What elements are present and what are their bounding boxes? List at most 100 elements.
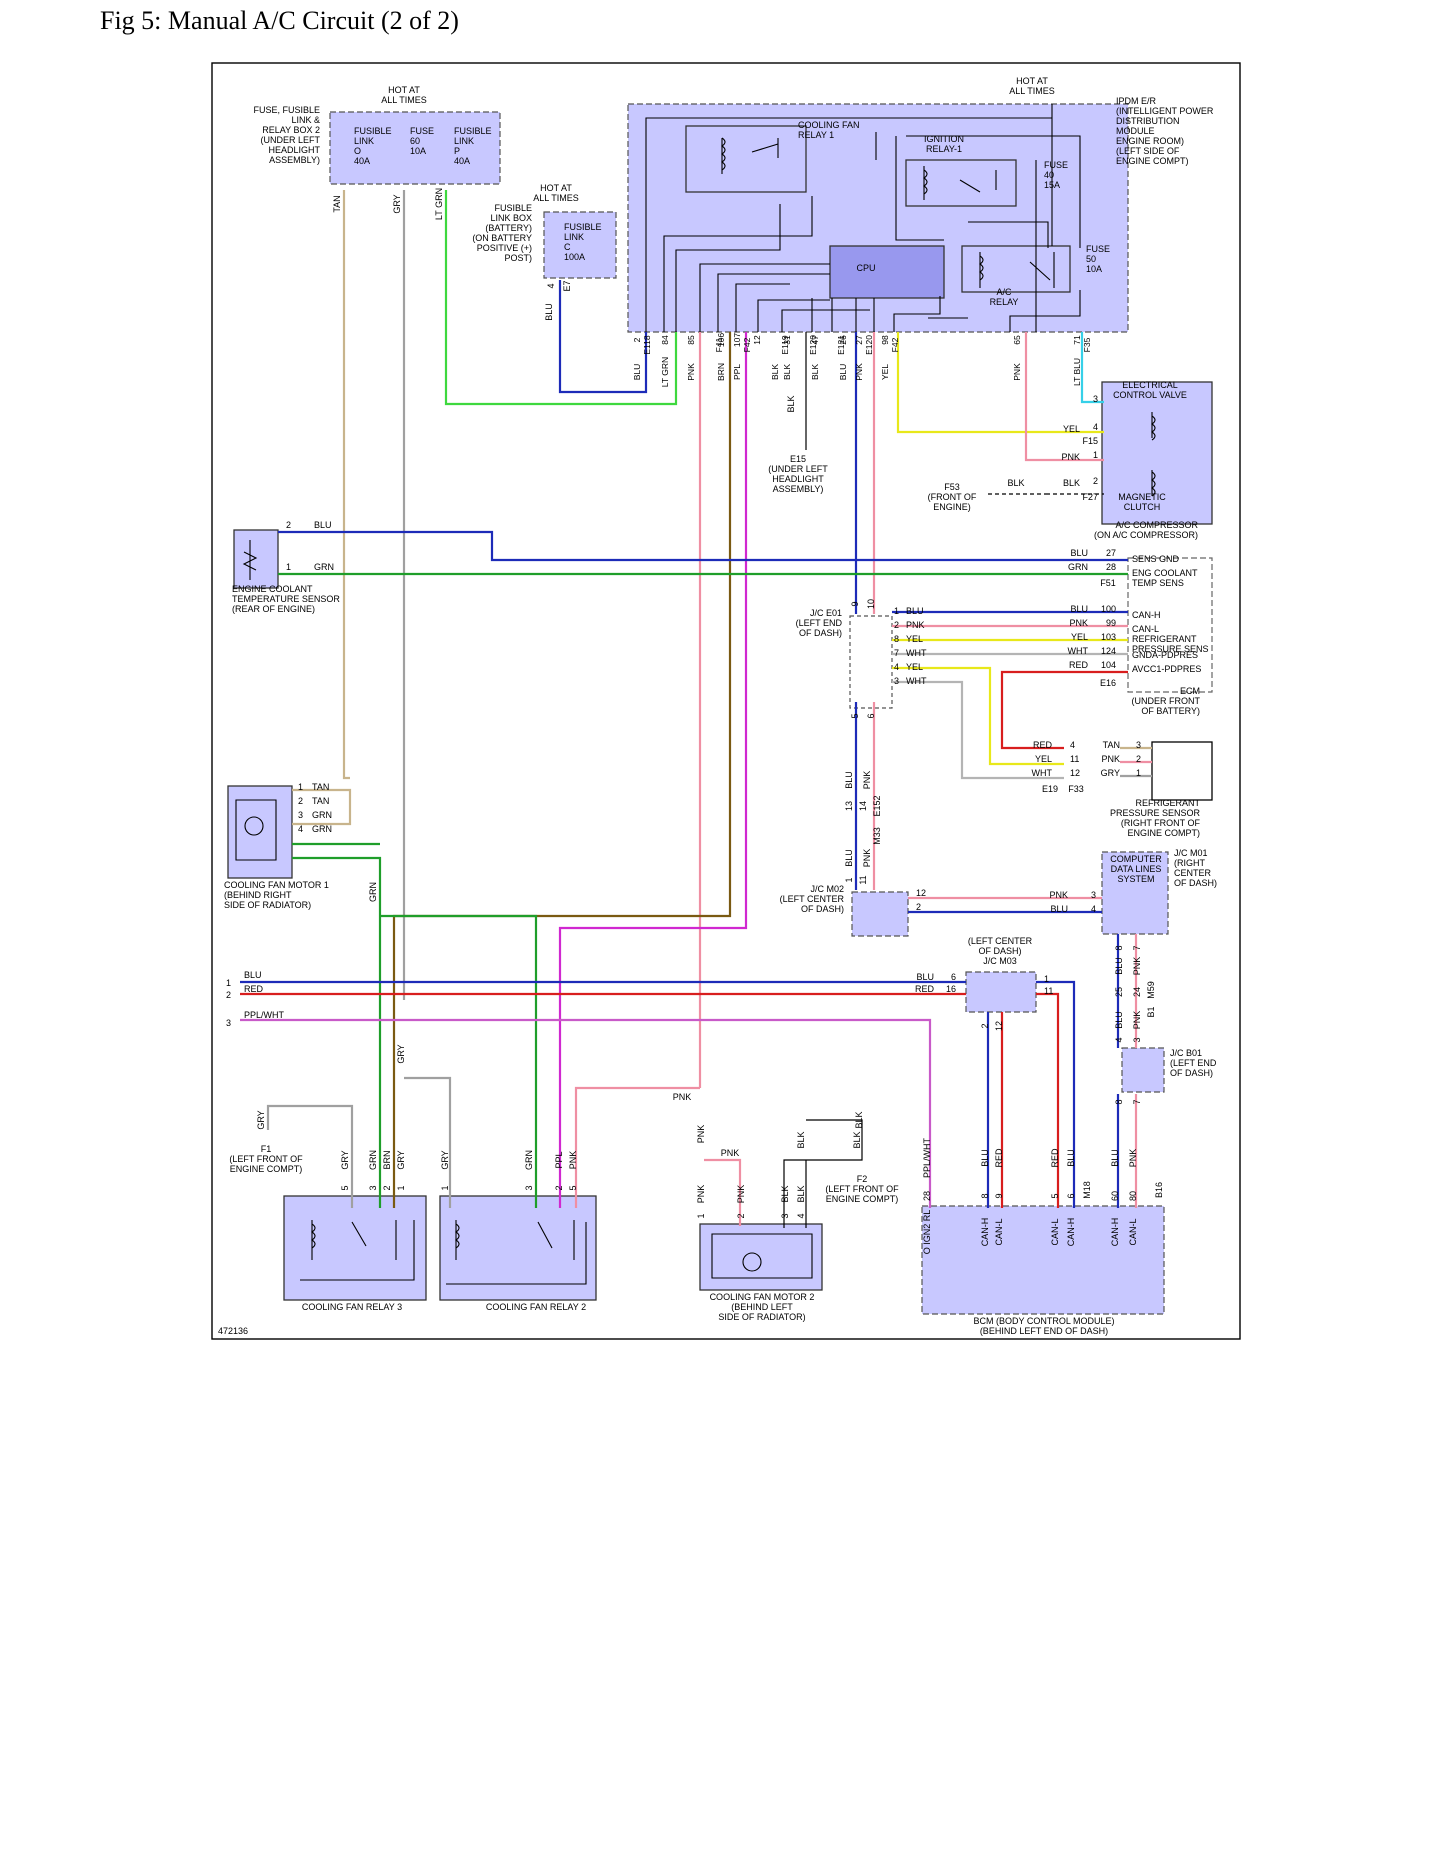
label-relay2-pins-3: 5: [568, 1185, 578, 1190]
label-ecm-rows-2-pin: 100: [1101, 604, 1116, 614]
jc-m02-box: [851, 891, 909, 937]
label-ipdm-pins-0-pin: 2: [632, 337, 642, 342]
label-jc_e01-rows-5-pin: 3: [894, 676, 899, 686]
label-figure_id: 472136: [218, 1326, 248, 1336]
label-jc_m03-l_rows-0-wire: BLU: [916, 972, 934, 982]
label-cfm1-rows-2-pin: 3: [298, 810, 303, 820]
label-ects-wire1: GRN: [314, 562, 334, 572]
label-ipdm-pins-4-pin: 106: [716, 333, 726, 347]
label-ecm-rows-6-wire: RED: [1069, 660, 1089, 670]
label-ecm-rows-6-sig: AVCC1-PDPRES: [1132, 664, 1201, 674]
label-bcm-pins-2-sig: CAN-L: [994, 1218, 1004, 1245]
label-bcm-conn2: B16: [1154, 1182, 1164, 1198]
label-cfm2-wires-2: BLK: [780, 1185, 790, 1202]
label-ext_lines-0-n: 1: [226, 978, 231, 988]
label-cfm2-pins-1: 2: [736, 1213, 746, 1218]
label-m59-conn2: B1: [1146, 1006, 1156, 1017]
label-cfm1-rows-3-pin: 4: [298, 824, 303, 834]
label-refrig_sensor-rows-0-r_pin: 3: [1136, 740, 1141, 750]
label-ground_e15-wire: BLK: [786, 395, 796, 412]
label-misc-gry: GRY: [396, 1044, 406, 1063]
label-cfm2-pins-3: 4: [796, 1213, 806, 1218]
label-ects-pin2: 2: [286, 520, 291, 530]
label-ipdm-pins-13-pin: 27: [854, 335, 864, 345]
label-ecm-rows-3-sig: CAN-L: [1132, 624, 1159, 634]
label-bcm-pins-2-pin: 9: [994, 1193, 1004, 1198]
label-jc_m02-pins-1: 2: [916, 902, 921, 912]
label-bcm-pins-0-pin: 28: [922, 1191, 932, 1201]
label-m59-pins-1: 7: [1132, 945, 1142, 950]
label-jc_e01-rows-4-pin: 4: [894, 662, 899, 672]
label-relay2-pins-2: 2: [554, 1185, 564, 1190]
label-relay2-label: COOLING FAN RELAY 2: [486, 1302, 586, 1312]
label-ecm-rows-4-wire: YEL: [1071, 632, 1088, 642]
label-jc_e01-top_pins-1: 10: [866, 599, 876, 609]
label-bcm-pins-4-wire: BLU: [1066, 1149, 1076, 1167]
label-refrig_sensor-rows-1-l_pin: 11: [1070, 754, 1079, 764]
label-bcm-label: BCM (BODY CONTROL MODULE)(BEHIND LEFT EN…: [973, 1316, 1114, 1336]
label-jc_m03-l_rows-1-pin: 16: [946, 984, 956, 994]
label-relay3-pins-1: 3: [368, 1185, 378, 1190]
label-m59-conn: M59: [1146, 981, 1156, 999]
label-cfm1-rows-2-wire: GRN: [312, 810, 332, 820]
cpu-box: [829, 245, 945, 299]
label-ipdm-pins-11-conn: E121: [836, 335, 846, 355]
label-bcm-pins-6-sig: CAN-L: [1128, 1218, 1138, 1245]
label-refrig_sensor-conn_r: F33: [1068, 784, 1084, 794]
label-refrig_sensor-rows-2-l_pin: 12: [1070, 768, 1080, 778]
label-m59-pins2-1: 24: [1132, 987, 1142, 997]
label-ipdm-pins-15-pin: 65: [1012, 335, 1022, 345]
label-ecm-rows-4-pin: 103: [1101, 632, 1116, 642]
label-harness_mid-wires-0: BLU: [844, 771, 854, 789]
label-bcm-pins-5-sig: CAN-H: [1110, 1218, 1120, 1247]
label-battery_box-conn: E7: [562, 280, 572, 291]
label-compressor-pins-3-pin: 2: [1093, 476, 1098, 486]
label-cfm2-pins-0: 1: [696, 1213, 706, 1218]
jc-e01-box: [849, 615, 893, 709]
label-cfm2-wires-3: BLK: [796, 1185, 806, 1202]
label-compressor-label: A/C COMPRESSOR(ON A/C COMPRESSOR): [1094, 520, 1199, 540]
label-relay3-pins-2: 2: [382, 1185, 392, 1190]
label-relay3-pins-0: 5: [340, 1185, 350, 1190]
ects-box: [233, 529, 279, 589]
label-jc_e01-bot_pins-1: 6: [866, 713, 876, 718]
label-bcm-pins-0-sig: O IGN2 RL: [922, 1210, 932, 1255]
label-cfm1-rows-3-wire: GRN: [312, 824, 332, 834]
label-compressor-gnd_wire: BLK: [1007, 478, 1024, 488]
label-ipdm-pins-14-pin: 98: [880, 335, 890, 345]
label-relay2-wires-3: PNK: [568, 1151, 578, 1170]
fusible-box2: [329, 111, 501, 185]
label-refrig_sensor-rows-2-l_wire: WHT: [1032, 768, 1053, 778]
label-harness_mid-conn2: M33: [872, 827, 882, 845]
label-relay2-wires-2: PPL: [554, 1151, 564, 1168]
label-misc-blk: BLK: [796, 1131, 806, 1148]
label-refrig_sensor-conn_l: E19: [1042, 784, 1058, 794]
compressor-box: [1101, 381, 1213, 525]
label-cdl-rows-1-wire: BLU: [1050, 904, 1068, 914]
ignition-relay-box: [905, 159, 1017, 207]
label-ext_lines-2-wire: PPL/WHT: [244, 1010, 285, 1020]
label-ipdm-pins-12-wire: BLU: [838, 364, 848, 381]
label-ext_lines-2-n: 3: [226, 1018, 231, 1028]
label-ipdm-pins-5-conn: F42: [742, 337, 752, 352]
label-ext_lines-0-wire: BLU: [244, 970, 262, 980]
label-ipdm-pins-0-wire: BLU: [632, 364, 642, 381]
label-compressor-pins-2-pin: 1: [1093, 450, 1098, 460]
label-cfm1-rows-0-wire: TAN: [312, 782, 329, 792]
label-m59-blu-2: BLU: [1114, 1011, 1124, 1029]
label-compressor-pins-3-wire: BLK: [1063, 478, 1080, 488]
label-bcm-pins-5-wire: BLU: [1110, 1149, 1120, 1167]
label-jc_e01-rows-0-pin: 1: [894, 606, 899, 616]
label-cfm1-rows-1-pin: 2: [298, 796, 303, 806]
label-relay3-wires-2: BRN: [382, 1150, 392, 1169]
